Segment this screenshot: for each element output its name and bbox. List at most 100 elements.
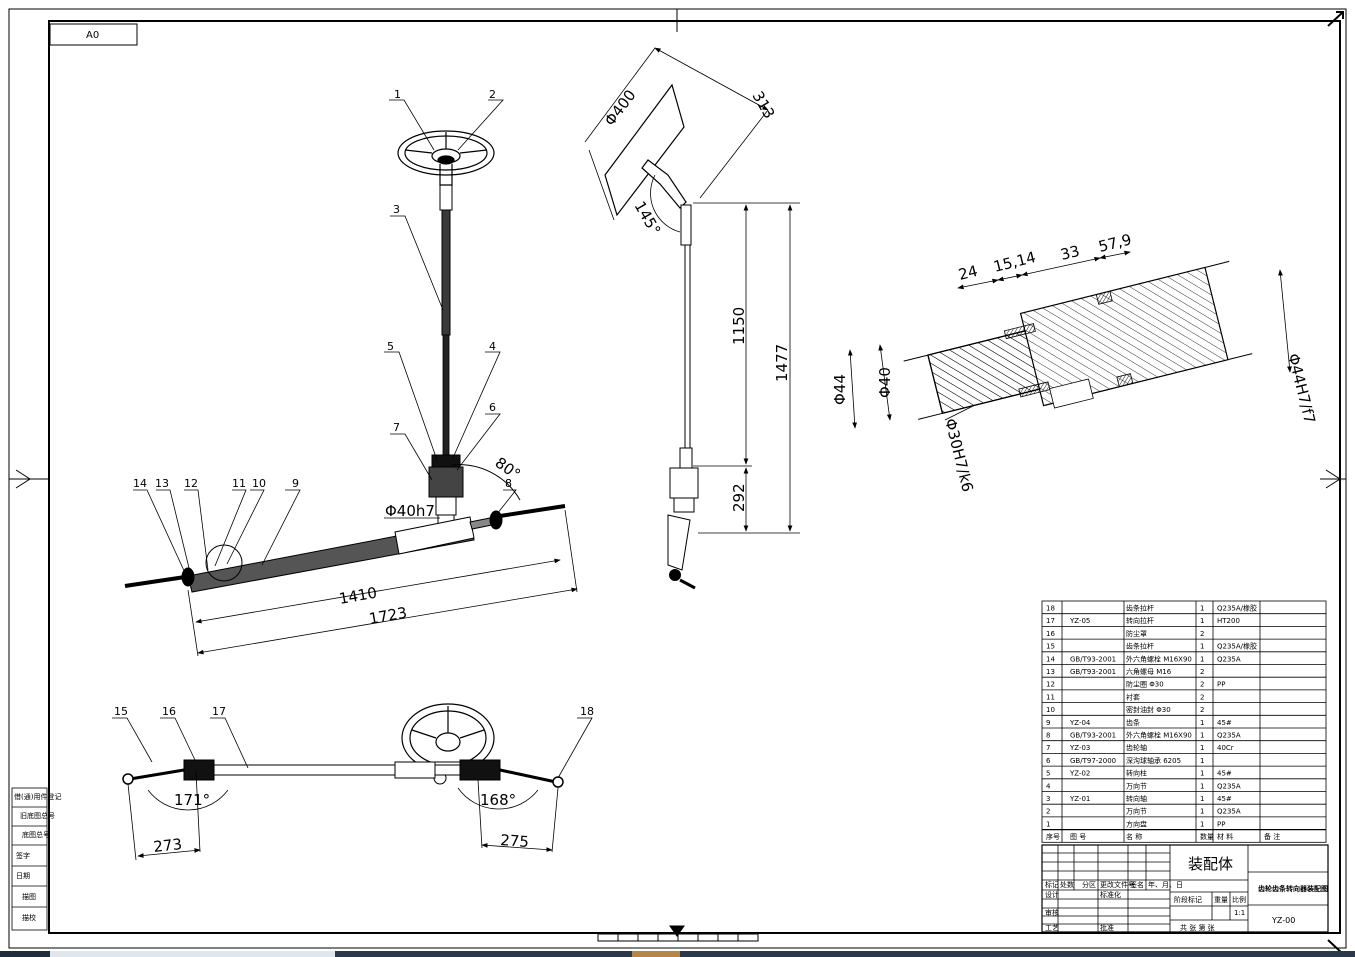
bom-cell-no: 1	[1046, 820, 1050, 828]
bom-cell-name: 齿轮轴	[1126, 743, 1147, 752]
tb-date: 年、月、日	[1148, 880, 1183, 889]
side-strip-1: 旧底图总号	[20, 811, 55, 820]
bom-cell-mat: HT200	[1217, 617, 1240, 625]
bom-cell-no: 18	[1046, 605, 1055, 613]
tb-design: 设计	[1045, 890, 1059, 899]
front-balloon-1: 1	[394, 88, 401, 101]
bom-cell-qty: 1	[1200, 605, 1204, 613]
bom-cell-mat: PP	[1217, 820, 1225, 828]
detail-fit-inner: Φ30H7/k6	[941, 417, 977, 494]
front-balloon-4: 4	[489, 340, 496, 353]
bom-cell-qty: 1	[1200, 795, 1204, 803]
plan-len-right: 275	[500, 831, 530, 851]
bom-cell-qty: 2	[1200, 630, 1204, 638]
size-code-box: A0	[49, 23, 138, 46]
bom-cell-name: 万向节	[1126, 807, 1147, 816]
bom-cell-name: 衬套	[1126, 692, 1140, 701]
bom-cell-code: YZ-01	[1069, 795, 1090, 803]
bom-cell-code: GB/T93-2001	[1070, 655, 1116, 663]
side-strip-0: 借(通)用件登记	[14, 792, 61, 801]
side-dims	[584, 47, 800, 534]
plan-angle-right: 168°	[480, 791, 516, 809]
side-wheel-dia: Φ400	[601, 86, 640, 129]
bom-cell-no: 14	[1046, 655, 1055, 663]
bom-cell-name: 方向盘	[1126, 819, 1147, 828]
left-side-strip: 借(通)用件登记 旧底图总号 底图总号 签字 日期 描图 描校	[11, 787, 61, 931]
bom-cell-no: 12	[1046, 681, 1055, 689]
plan-len-left: 273	[153, 835, 183, 856]
bom-cell-mat: 45#	[1217, 719, 1232, 727]
bom-cell-no: 5	[1046, 770, 1050, 778]
front-rack-housing	[124, 504, 566, 593]
bom-cell-qty: 1	[1200, 744, 1204, 752]
front-gearbox	[428, 454, 464, 537]
bom-cell-code: GB/T93-2001	[1070, 732, 1116, 740]
tb-mark: 标记	[1045, 880, 1059, 889]
bom-cell-mat: Q235A/橡胶	[1217, 642, 1257, 651]
tb-sheets: 共 张 第 张	[1180, 923, 1215, 932]
bom-cell-name: 外六角螺栓 M16X90	[1126, 654, 1192, 663]
bom-cell-note: 备 注	[1264, 832, 1280, 841]
bom-cell-code: YZ-05	[1069, 617, 1090, 625]
bom-cell-qty: 1	[1200, 655, 1204, 663]
front-balloon-7: 7	[393, 421, 400, 434]
front-view: 80° Φ40h7 1410 1723 1	[124, 88, 578, 657]
front-balloon-9: 9	[292, 477, 299, 490]
front-balloon-8: 8	[505, 477, 512, 490]
bom-cell-name: 转向柱	[1126, 769, 1147, 778]
detail-dims	[847, 250, 1292, 429]
bom-cell-no: 4	[1046, 782, 1051, 790]
bom-cell-qty: 数量	[1200, 832, 1214, 841]
side-wheel	[604, 83, 687, 217]
tb-count: 处数	[1060, 880, 1074, 889]
bom-cell-no: 11	[1046, 693, 1055, 701]
side-strip-5: 描图	[22, 892, 36, 901]
bom-cell-qty: 1	[1200, 719, 1204, 727]
plan-dims	[112, 717, 593, 861]
bom-cell-qty: 2	[1200, 706, 1204, 714]
bom-cell-code: GB/T97-2000	[1070, 757, 1116, 765]
detail-od: Φ44	[831, 374, 849, 405]
bom-cell-mat: Q235A	[1217, 655, 1241, 663]
title-block: 装配体 齿轮齿条转向器装配图 YZ-00 1:1 标记 处数 分区 更改文件号 …	[1041, 844, 1329, 933]
plan-angle-left: 171°	[174, 791, 210, 809]
side-view: Φ400 313 145° 1150 1477 292	[584, 47, 800, 590]
side-strip-6: 描校	[22, 913, 36, 922]
side-wheel-depth: 313	[749, 88, 779, 122]
bom-cell-qty: 1	[1200, 732, 1204, 740]
plan-balloon-17: 17	[212, 705, 226, 718]
bom-cell-name: 密封油封 Φ30	[1126, 705, 1171, 714]
bom-cell-mat: 40Cr	[1217, 744, 1234, 752]
bom-cell-mat: 45#	[1217, 795, 1232, 803]
bom-cell-name: 齿条拉杆	[1126, 604, 1154, 613]
bom-cell-name: 六角螺母 M16	[1126, 667, 1172, 676]
front-balloon-14: 14	[133, 477, 147, 490]
bom-cell-name: 齿条	[1126, 718, 1140, 727]
front-balloon-12: 12	[184, 477, 198, 490]
bom-cell-no: 3	[1046, 795, 1050, 803]
assembly-label: 装配体	[1188, 855, 1233, 873]
side-strip-4: 日期	[16, 872, 30, 880]
bom-cell-name: 转向轴	[1126, 794, 1147, 803]
bom-cell-qty: 1	[1200, 782, 1204, 790]
bom-cell-qty: 1	[1200, 820, 1204, 828]
bom-cell-mat: PP	[1217, 681, 1225, 689]
bom-cell-no: 序号	[1046, 832, 1060, 841]
front-balloon-3: 3	[393, 203, 400, 216]
bom-cell-no: 6	[1046, 757, 1051, 765]
bom-cell-code: YZ-03	[1069, 744, 1090, 752]
bom-cell-name: 名 称	[1126, 832, 1142, 841]
bom-cell-no: 17	[1046, 617, 1055, 625]
tb-standard: 标准化	[1100, 890, 1121, 899]
bom-cell-name: 外六角螺栓 M16X90	[1126, 731, 1192, 740]
bom-cell-qty: 1	[1200, 770, 1204, 778]
bom-cell-no: 15	[1046, 643, 1055, 651]
bom-cell-no: 7	[1046, 744, 1050, 752]
bom-cell-mat: 材 料	[1217, 832, 1233, 841]
front-inner-length: 1410	[338, 584, 379, 608]
tb-process: 工艺	[1045, 924, 1059, 932]
bom-cell-no: 10	[1046, 706, 1055, 714]
bom-cell-mat: Q235A/橡胶	[1217, 604, 1257, 613]
